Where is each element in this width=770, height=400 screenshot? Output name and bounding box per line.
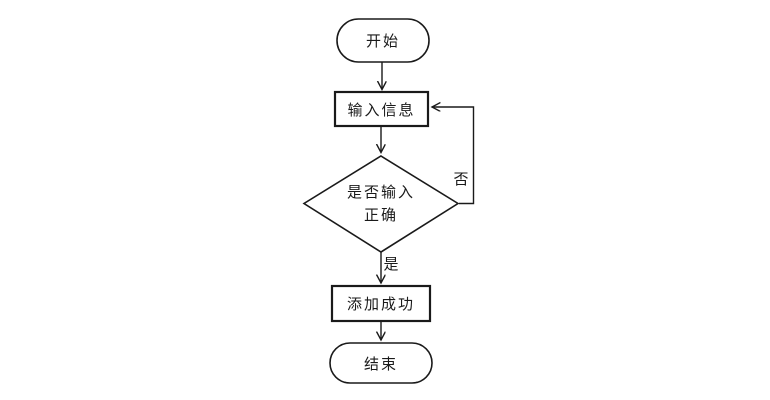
end-terminator-shape: [329, 342, 433, 384]
decision-diamond-shape: [302, 155, 460, 253]
start-terminator-shape: [336, 18, 430, 63]
edge-decision-no-loopback: [432, 107, 475, 205]
success-process-shape: [330, 284, 432, 323]
input-process-shape: [333, 90, 430, 128]
